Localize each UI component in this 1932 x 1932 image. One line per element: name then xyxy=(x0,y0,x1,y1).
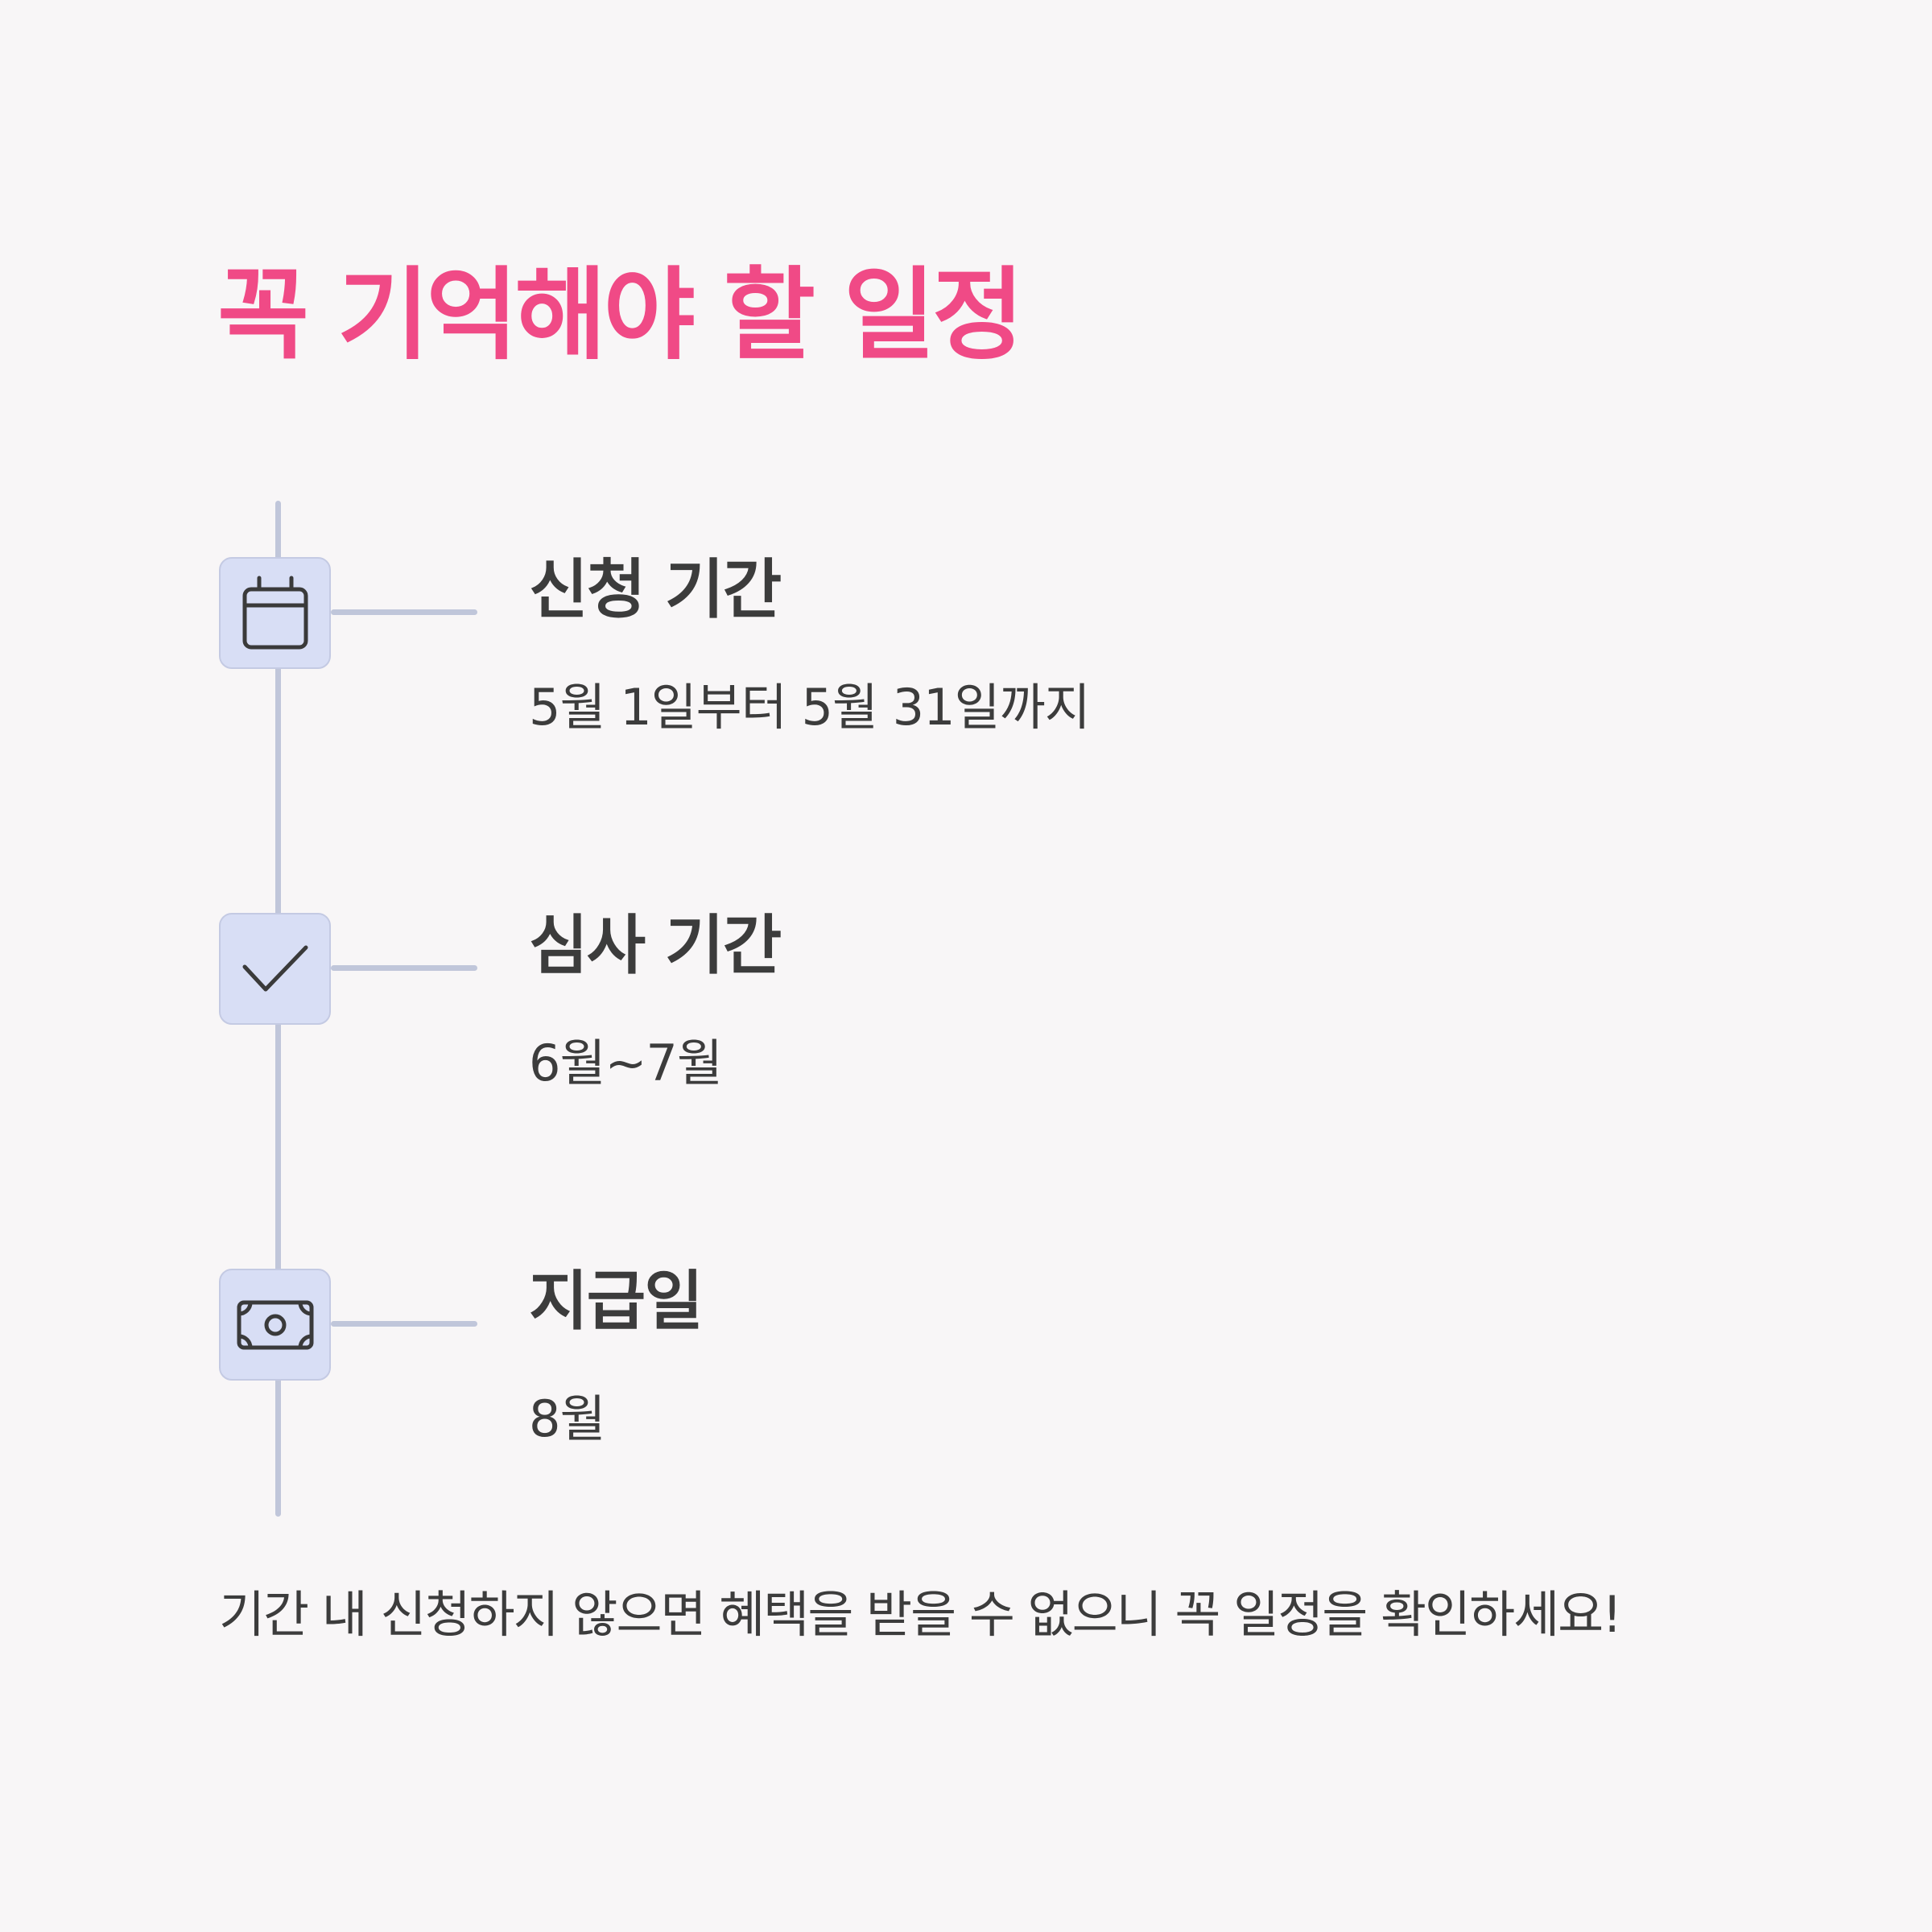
banknote-icon xyxy=(237,1300,313,1349)
step-date-application: 5월 1일부터 5월 31일까지 xyxy=(529,678,1091,737)
step-title-payment: 지급일 xyxy=(529,1264,704,1339)
footer-note: 기간 내 신청하지 않으면 혜택을 받을 수 없으니 꼭 일정을 확인하세요! xyxy=(219,1585,1622,1644)
step-icon-box-application xyxy=(219,557,331,669)
step-icon-box-payment xyxy=(219,1269,331,1381)
step-date-review: 6월~7월 xyxy=(529,1034,723,1092)
step-icon-box-review xyxy=(219,913,331,1025)
page-title: 꼭 기억해야 할 일정 xyxy=(217,258,1024,374)
check-icon xyxy=(242,945,308,991)
calendar-icon xyxy=(242,576,308,649)
step-connector-payment xyxy=(331,1321,477,1327)
step-connector-application xyxy=(331,609,477,615)
step-connector-review xyxy=(331,965,477,971)
step-title-review: 심사 기간 xyxy=(529,908,782,983)
step-date-payment: 8월 xyxy=(529,1389,605,1448)
step-title-application: 신청 기간 xyxy=(529,552,782,627)
